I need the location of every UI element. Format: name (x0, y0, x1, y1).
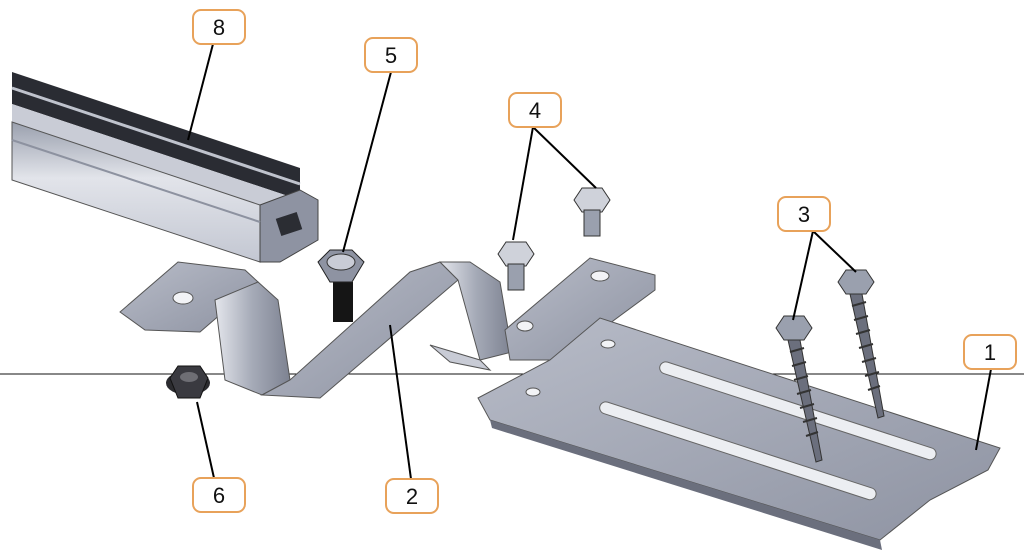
small-bolts-part (497, 187, 611, 291)
base-plate-part (477, 317, 1001, 550)
svg-text:5: 5 (385, 43, 397, 68)
callout-4: 4 (508, 92, 562, 128)
roof-hook-part (119, 257, 656, 399)
leader-lines (187, 43, 992, 480)
rail-part (11, 72, 319, 263)
svg-text:4: 4 (529, 98, 541, 123)
svg-text:1: 1 (984, 340, 996, 365)
svg-text:8: 8 (213, 15, 225, 40)
lag-screws-part (775, 269, 885, 463)
svg-text:2: 2 (406, 484, 418, 509)
svg-text:3: 3 (798, 202, 810, 227)
bolt-part (317, 249, 365, 322)
callout-6: 6 (192, 477, 246, 513)
callout-5: 5 (364, 37, 418, 73)
callout-2: 2 (385, 478, 439, 514)
flange-nut-part (166, 365, 210, 399)
callout-3: 3 (777, 196, 831, 232)
svg-text:6: 6 (213, 483, 225, 508)
callout-8: 8 (192, 9, 246, 45)
callout-1: 1 (963, 334, 1017, 370)
